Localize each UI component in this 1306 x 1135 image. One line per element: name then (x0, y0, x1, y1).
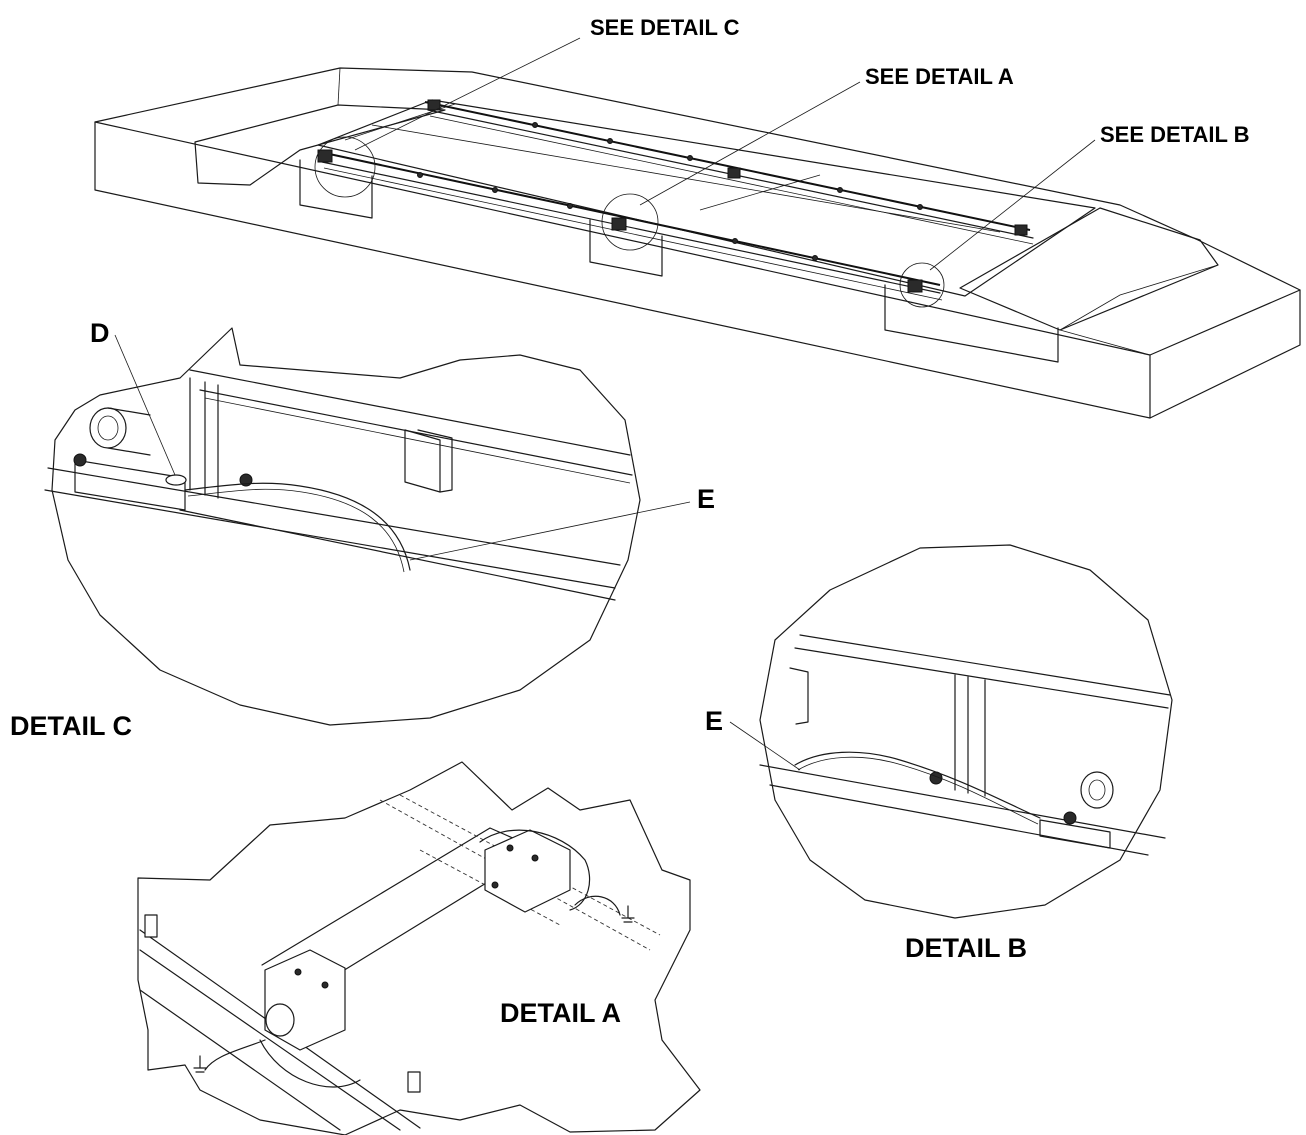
detail-b-marker-circle (899, 262, 945, 308)
detail-b-title: DETAIL B (905, 933, 1027, 963)
detail-a-boundary (137, 761, 701, 1135)
leader-line-c (354, 37, 581, 151)
detail-c-view: D E DETAIL C (10, 318, 715, 741)
see-detail-c-label: SEE DETAIL C (590, 15, 740, 40)
see-detail-a-label: SEE DETAIL A (865, 64, 1014, 89)
marker-d: D (90, 318, 110, 348)
leader-e-detail-c (409, 501, 691, 561)
scale-deck (317, 99, 1096, 301)
detail-c-marker-circle (314, 136, 376, 198)
detail-a-title: DETAIL A (500, 998, 621, 1028)
detail-b-view: E DETAIL B (705, 544, 1173, 963)
detail-c-title: DETAIL C (10, 711, 132, 741)
detail-a-marker-circle (601, 193, 659, 251)
marker-e-detail-b: E (705, 706, 723, 736)
marker-e-detail-c: E (697, 484, 715, 514)
leader-d (114, 334, 176, 476)
scale-overview: SEE DETAIL C SEE DETAIL A SEE DETAIL B (94, 15, 1301, 419)
detail-a-view: DETAIL A (137, 761, 701, 1135)
leader-line-a (639, 81, 861, 206)
leader-e-detail-b (729, 721, 801, 771)
detail-b-boundary (759, 544, 1173, 919)
see-detail-b-label: SEE DETAIL B (1100, 122, 1250, 147)
detail-c-boundary (51, 327, 641, 726)
leader-line-b (929, 139, 1096, 271)
foundation-slab (94, 67, 1301, 419)
